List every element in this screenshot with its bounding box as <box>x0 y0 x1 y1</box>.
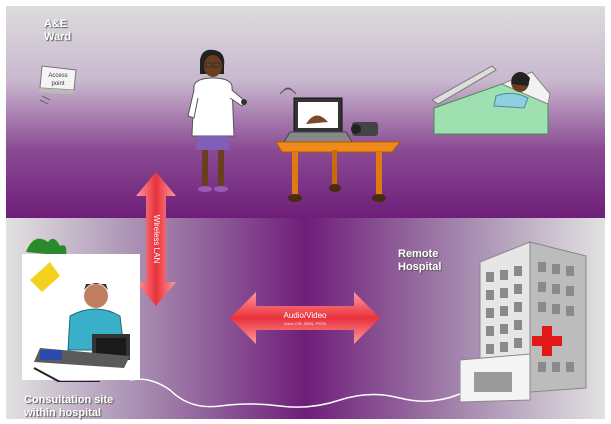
consultation-site-label: Consultation site within hospital <box>24 394 113 420</box>
audio-video-label: Audio/Video <box>283 311 327 320</box>
network-cable <box>130 376 470 416</box>
ae-ward-label-line2: Ward <box>44 31 72 43</box>
ae-ward-label-line1: A&E <box>44 18 68 30</box>
audio-video-sublabel: Voice CIS, ISDN, PSTN <box>283 321 327 326</box>
consultation-site-label-line1: Consultation site <box>24 394 114 406</box>
access-point-label-line1: Access <box>48 73 67 79</box>
audio-video-arrow <box>230 292 380 344</box>
consultant-desk-icon <box>20 232 142 382</box>
access-point-label-line2: point <box>51 81 64 87</box>
hospital-building-icon <box>460 232 596 404</box>
ae-ward-label: A&E Ward <box>44 18 71 44</box>
consultation-site-label-line2: within hospital <box>24 407 101 419</box>
laptop-desk-icon <box>276 84 408 210</box>
doctor-icon <box>180 46 252 198</box>
patient-bed-icon <box>432 64 552 136</box>
remote-hospital-label: Remote Hospital <box>398 248 441 274</box>
access-point-icon: Access point <box>38 62 82 108</box>
wireless-lan-arrow <box>136 172 176 306</box>
remote-hospital-label-line2: Hospital <box>398 261 442 273</box>
remote-hospital-label-line1: Remote <box>398 248 439 260</box>
wireless-lan-label: Wireless LAN <box>152 214 161 264</box>
red-cross-icon <box>532 326 562 356</box>
